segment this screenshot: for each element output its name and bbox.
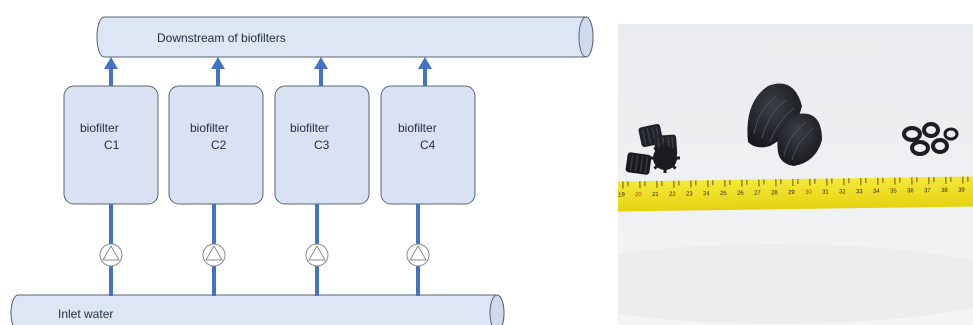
biofilter-name: biofilter bbox=[398, 121, 437, 135]
flow-arrow-icon bbox=[314, 57, 328, 69]
biofilter-id: C1 bbox=[104, 138, 120, 152]
tape-number: 31 bbox=[822, 190, 829, 196]
tape-number: 21 bbox=[652, 192, 659, 198]
tape-number: 35 bbox=[890, 189, 897, 195]
tape-number: 26 bbox=[737, 191, 744, 197]
tape-number: 38 bbox=[941, 188, 948, 194]
tape-number: 28 bbox=[771, 190, 778, 196]
tape-number: 25 bbox=[720, 191, 727, 197]
pump-icon bbox=[202, 243, 226, 267]
biofilter-id: C2 bbox=[211, 138, 227, 152]
inlet-label: Inlet water bbox=[58, 307, 113, 321]
pump-icon bbox=[99, 243, 123, 267]
tape-number: 36 bbox=[907, 188, 914, 194]
downstream-pipe: Downstream of biofilters bbox=[96, 16, 594, 58]
biofilter-tank bbox=[274, 85, 370, 205]
tape-body bbox=[618, 176, 973, 212]
tape-number: 33 bbox=[856, 189, 863, 195]
downstream-label: Downstream of biofilters bbox=[157, 31, 286, 45]
inlet-pipe-end bbox=[489, 294, 505, 325]
biofilter-name: biofilter bbox=[190, 121, 229, 135]
tape-number: 37 bbox=[924, 188, 931, 194]
biofilter-c3: biofilter C3 bbox=[274, 57, 370, 296]
photo-drawing: 19 20 21 22 23 24 25 26 27 28 29 30 31 3… bbox=[618, 24, 973, 325]
carrier-media-photo: 19 20 21 22 23 24 25 26 27 28 29 30 31 3… bbox=[618, 24, 973, 325]
measuring-tape: 19 20 21 22 23 24 25 26 27 28 29 30 31 3… bbox=[618, 176, 973, 212]
cone-carriers bbox=[747, 83, 822, 166]
biofilter-id: C4 bbox=[420, 138, 436, 152]
tape-number: 34 bbox=[873, 189, 880, 195]
flow-arrow-icon bbox=[418, 57, 432, 69]
soft-shadow bbox=[618, 244, 973, 324]
tape-number: 27 bbox=[754, 190, 761, 196]
tape-number: 23 bbox=[686, 191, 693, 197]
tape-number: 32 bbox=[839, 189, 846, 195]
biofilter-name: biofilter bbox=[80, 121, 119, 135]
biofilter-flow-diagram: Downstream of biofilters Inlet water bio… bbox=[10, 16, 594, 325]
biofilter-c4: biofilter C4 bbox=[380, 57, 476, 296]
cylinder-carriers bbox=[625, 123, 680, 175]
tape-number: 19 bbox=[618, 192, 625, 198]
ring-carriers bbox=[902, 122, 959, 156]
pump-icon bbox=[305, 243, 329, 267]
biofilter-tank bbox=[380, 85, 476, 205]
tape-number: 29 bbox=[788, 190, 795, 196]
biofilter-id: C3 bbox=[314, 138, 330, 152]
tape-number: 20 bbox=[635, 192, 642, 198]
tape-number: 22 bbox=[669, 192, 676, 198]
tape-number: 24 bbox=[703, 191, 710, 197]
biofilter-c1: biofilter C1 bbox=[63, 57, 159, 296]
tape-number: 30 bbox=[805, 190, 812, 196]
biofilter-name: biofilter bbox=[290, 121, 329, 135]
inlet-pipe: Inlet water bbox=[10, 294, 505, 325]
gear-shaped-carrier bbox=[650, 143, 680, 173]
downstream-pipe-end bbox=[578, 16, 594, 58]
biofilter-c2: biofilter C2 bbox=[168, 57, 264, 296]
flow-arrow-icon bbox=[211, 57, 225, 69]
flow-arrow-icon bbox=[104, 57, 118, 69]
tape-numbers: 19 20 21 22 23 24 25 26 27 28 29 30 31 3… bbox=[618, 188, 965, 199]
tape-ticks bbox=[622, 176, 969, 189]
pump-icon bbox=[406, 243, 430, 267]
tape-number: 39 bbox=[958, 188, 965, 194]
